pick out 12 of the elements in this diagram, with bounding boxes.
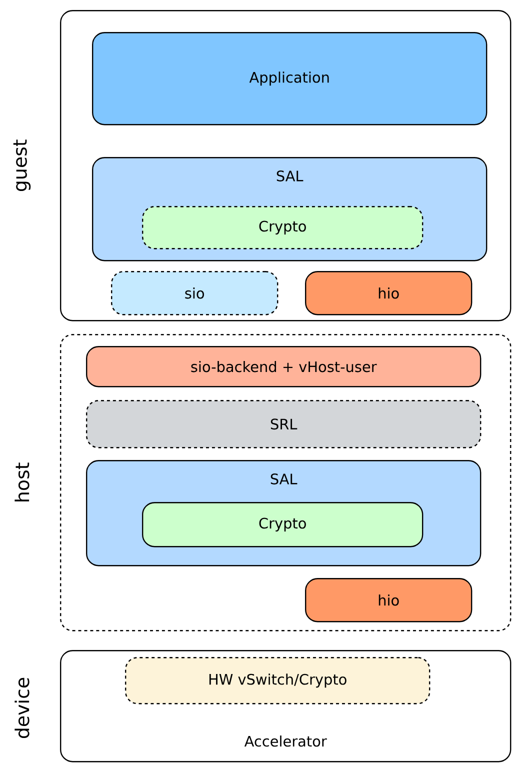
- module-box: Crypto: [142, 206, 424, 250]
- layer-box: Application: [92, 32, 488, 126]
- module-box: hio: [305, 578, 472, 622]
- node-label: host: [14, 462, 30, 502]
- module-box: hio: [305, 271, 472, 316]
- layer-box: sio-backend + vHost-user: [86, 346, 482, 388]
- layer-box: SRL: [86, 400, 482, 448]
- node-label: device: [14, 678, 30, 738]
- module-box: sio: [111, 271, 278, 316]
- node-label: guest: [13, 140, 31, 192]
- module-box: HW vSwitch/Crypto: [125, 657, 430, 704]
- module-box: Crypto: [142, 502, 424, 548]
